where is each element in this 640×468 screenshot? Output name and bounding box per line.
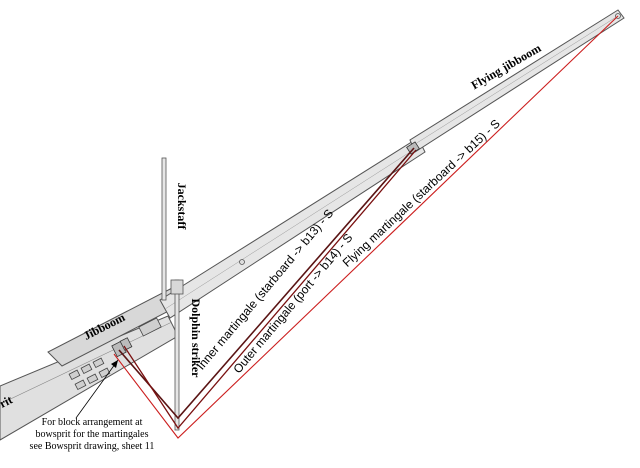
martingale-block-cluster <box>111 337 133 358</box>
dolphin-striker <box>174 279 180 431</box>
flying-jibboom-centerline <box>411 13 622 147</box>
jibboom-centerline <box>164 144 422 310</box>
jackstaff <box>161 157 167 301</box>
dolphin-striker-head <box>170 279 184 295</box>
bowsprit-blocks <box>68 317 162 391</box>
flying-martingale-rope <box>113 15 619 439</box>
note-line-2: bowsprit for the martingales <box>35 429 148 440</box>
note-pointer-arrowhead <box>111 360 118 368</box>
note-line-3: see Bowsprit drawing, sheet 11 <box>30 441 155 452</box>
note-line-1: For block arrangement at <box>42 417 143 428</box>
flying-jibboom <box>409 9 625 153</box>
bowsprit-note: For block arrangement at bowsprit for th… <box>30 417 155 452</box>
outer-martingale-rope <box>123 149 417 430</box>
jibboom <box>159 137 426 319</box>
label-dolphin-striker: Dolphin striker <box>189 298 203 378</box>
label-jackstaff: Jackstaff <box>175 183 189 231</box>
jibboom-fitting <box>239 259 245 265</box>
note-pointer-line <box>75 359 119 419</box>
inner-martingale-rope <box>118 147 415 420</box>
